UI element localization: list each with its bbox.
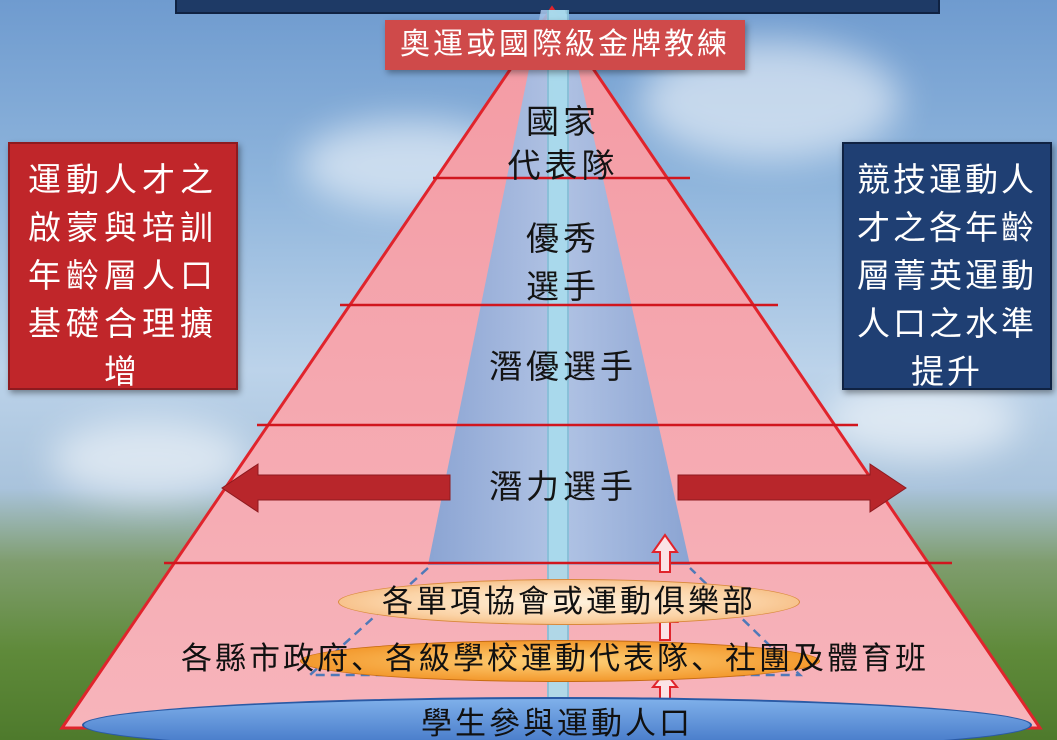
center-stripe bbox=[547, 10, 569, 730]
right-box-line: 提升 bbox=[911, 352, 983, 391]
left-info-box: 運動人才之 啟蒙與培訓 年齡層人口 基礎合理擴 增 bbox=[8, 142, 238, 391]
apex-label-text: 奧運或國際級金牌教練 bbox=[400, 27, 730, 62]
ellipse-students-text: 學生參與運動人口 bbox=[421, 706, 693, 740]
tier-national-team: 國家 代表隊 bbox=[458, 100, 668, 188]
ellipse-counties-text: 各縣市政府、各級學校運動代表隊、社團及體育班 bbox=[181, 641, 929, 677]
tier-latent-excellent-text: 潛優選手 bbox=[489, 347, 637, 386]
left-box-line: 啟蒙與培訓 bbox=[28, 208, 218, 247]
dashed-guide bbox=[306, 567, 804, 677]
left-box-line: 運動人才之 bbox=[28, 160, 218, 199]
tier-potential-text: 潛力選手 bbox=[489, 467, 637, 506]
ellipse-counties bbox=[300, 640, 820, 682]
up-arrow-icon bbox=[651, 533, 679, 573]
cloud bbox=[50, 420, 250, 500]
ellipse-associations-text: 各單項協會或運動俱樂部 bbox=[382, 584, 756, 620]
apex-label: 奧運或國際級金牌教練 bbox=[385, 20, 745, 70]
tier-excellent-line: 選手 bbox=[526, 267, 600, 306]
left-box-line: 年齡層人口 bbox=[28, 256, 218, 295]
right-box-line: 才之各年齡 bbox=[857, 208, 1037, 247]
right-expand-arrow bbox=[677, 463, 907, 513]
cloud bbox=[820, 380, 1020, 460]
left-box-line: 基礎合理擴 bbox=[28, 304, 218, 343]
right-box-line: 層菁英運動 bbox=[857, 256, 1037, 295]
left-box-line: 增 bbox=[104, 352, 142, 391]
tier-excellent: 優秀 選手 bbox=[458, 215, 668, 311]
ellipse-students: 學生參與運動人口 bbox=[82, 697, 1032, 740]
ellipse-counties-label: 各縣市政府、各級學校運動代表隊、社團及體育班 bbox=[110, 636, 1000, 682]
right-box-line: 競技運動人 bbox=[857, 160, 1037, 199]
left-expand-arrow bbox=[221, 463, 451, 513]
tier-excellent-line: 優秀 bbox=[526, 219, 600, 258]
right-info-box: 競技運動人 才之各年齡 層菁英運動 人口之水準 提升 bbox=[842, 142, 1052, 391]
tier-national-team-line: 代表隊 bbox=[507, 146, 619, 185]
right-box-line: 人口之水準 bbox=[857, 304, 1037, 343]
tier-latent-excellent: 潛優選手 bbox=[448, 345, 678, 389]
tier-national-team-line: 國家 bbox=[526, 102, 600, 141]
tier-potential: 潛力選手 bbox=[448, 465, 678, 509]
ellipse-associations: 各單項協會或運動俱樂部 bbox=[338, 579, 800, 625]
